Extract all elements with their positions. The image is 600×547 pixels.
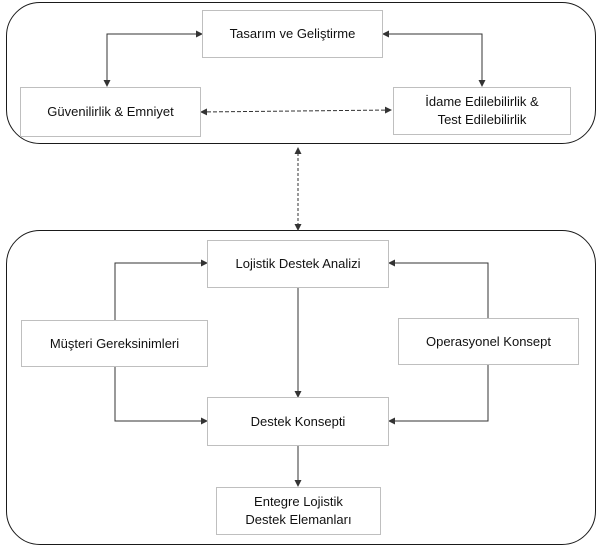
- logistic-support-analysis-box: Lojistik Destek Analizi: [207, 240, 389, 288]
- logistic-support-analysis-label: Lojistik Destek Analizi: [235, 256, 361, 271]
- support-concept-label: Destek Konsepti: [250, 413, 346, 429]
- support-concept-box: Destek Konsepti: [207, 397, 389, 446]
- maintainability-testability-box: İdame Edilebilirlik & Test Edilebilirlik: [393, 87, 571, 135]
- ils-elements-label-line2: Destek Elemanları: [245, 512, 352, 527]
- operational-concept-label: Operasyonel Konsept: [425, 333, 552, 349]
- connector-customer-support: [114, 367, 208, 425]
- reliability-safety-box: Güvenilirlik & Emniyet: [20, 87, 201, 137]
- integrated-logistic-support-elements-box: Entegre Lojistik Destek Elemanları: [216, 487, 381, 535]
- customer-requirements-box: Müşteri Gereksinimleri: [21, 320, 208, 367]
- reliability-safety-label: Güvenilirlik & Emniyet: [47, 104, 174, 119]
- connector-reliability-maintainability: [200, 106, 392, 116]
- connector-customer-lsa: [114, 259, 208, 320]
- maintainability-label-line2: Test Edilebilirlik: [437, 112, 527, 127]
- operational-concept-box: Operasyonel Konsept: [398, 318, 579, 365]
- ils-elements-label-line1: Entegre Lojistik: [254, 494, 343, 509]
- customer-requirements-label: Müşteri Gereksinimleri: [49, 335, 180, 351]
- maintainability-label-line1: İdame Edilebilirlik &: [425, 94, 539, 109]
- design-development-box: Tasarım ve Geliştirme: [202, 10, 383, 58]
- connector-operational-support: [388, 365, 489, 425]
- connector-design-maintainability: [382, 30, 486, 87]
- connector-operational-lsa: [388, 259, 489, 318]
- design-development-label: Tasarım ve Geliştirme: [229, 26, 356, 41]
- connector-design-reliability: [103, 30, 203, 87]
